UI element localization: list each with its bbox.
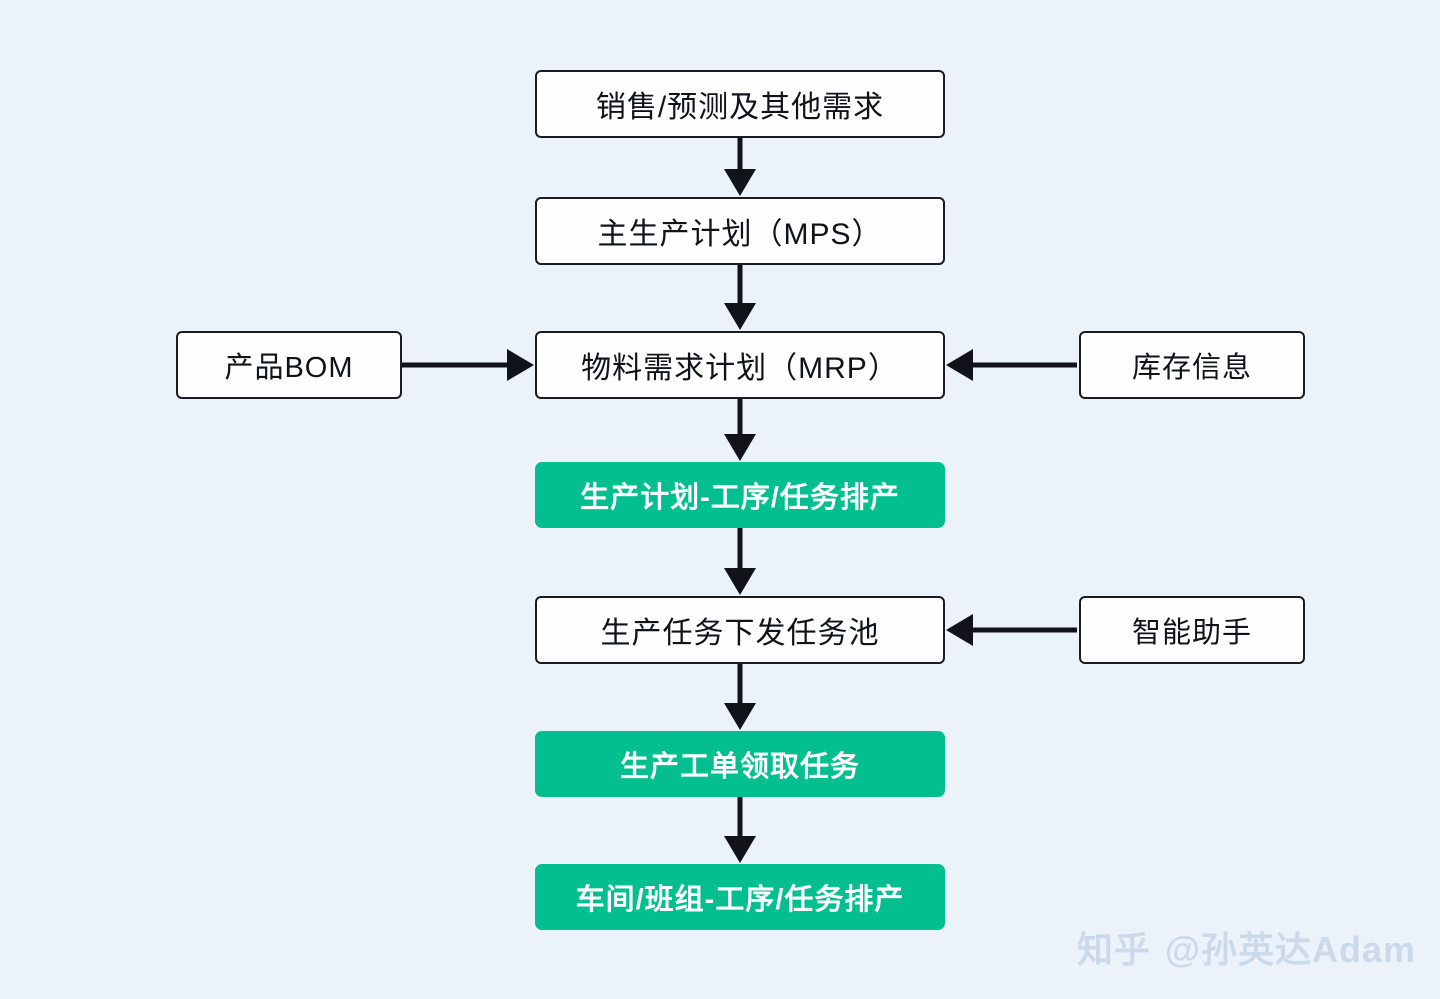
- node-assistant-label: 智能助手: [1131, 617, 1252, 649]
- node-demand[interactable]: 销售/预测及其他需求: [535, 70, 945, 138]
- node-work-order-claim-task[interactable]: 生产工单领取任务: [535, 731, 945, 797]
- node-production-plan-scheduling[interactable]: 生产计划-工序/任务排产: [535, 462, 945, 528]
- node-product-bom[interactable]: 产品BOM: [176, 331, 402, 399]
- node-smart-assistant[interactable]: 智能助手: [1079, 596, 1305, 664]
- node-task-pool-label: 生产任务下发任务池: [600, 617, 880, 650]
- node-task-pool-dispatch[interactable]: 生产任务下发任务池: [535, 596, 945, 664]
- node-inventory-label: 库存信息: [1131, 352, 1252, 384]
- node-workorder-label: 生产工单领取任务: [619, 751, 860, 783]
- node-prod-plan-label: 生产计划-工序/任务排产: [580, 482, 900, 514]
- node-mrp-label: 物料需求计划（MRP）: [581, 352, 899, 385]
- node-material-requirements-planning[interactable]: 物料需求计划（MRP）: [535, 331, 945, 399]
- node-bom-label: 产品BOM: [224, 352, 354, 384]
- node-workshop-team-scheduling[interactable]: 车间/班组-工序/任务排产: [535, 864, 945, 930]
- node-workshop-label: 车间/班组-工序/任务排产: [575, 884, 905, 916]
- watermark-handle: @孙英达Adam: [1164, 929, 1416, 970]
- watermark-site: 知乎: [1076, 929, 1151, 970]
- watermark: 知乎 @孙英达Adam: [1077, 921, 1416, 973]
- node-master-production-schedule[interactable]: 主生产计划（MPS）: [535, 197, 945, 265]
- node-demand-label: 销售/预测及其他需求: [595, 91, 885, 124]
- node-inventory-info[interactable]: 库存信息: [1079, 331, 1305, 399]
- node-mps-label: 主生产计划（MPS）: [597, 218, 883, 251]
